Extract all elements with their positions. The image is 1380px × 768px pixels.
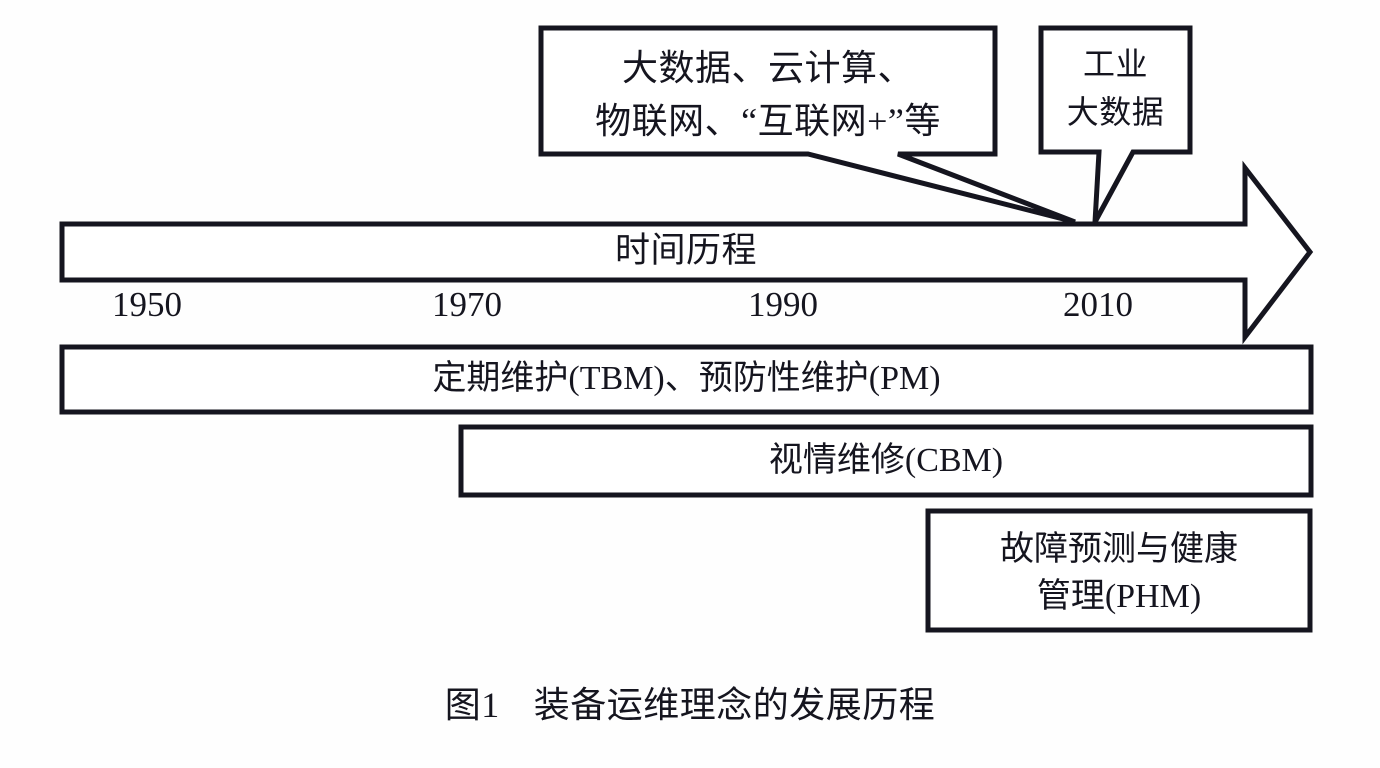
callout-industrial-big-data-line2: 大数据: [1066, 94, 1165, 130]
callout-tech-trends-shape: [538, 25, 1076, 225]
callout-industrial-big-data-line1: 工业: [1082, 46, 1148, 82]
era-bar-phm: [925, 508, 1313, 633]
timeline-arrow-label: 时间历程: [614, 231, 757, 270]
callout-industrial-big-data-text: 工业 大数据: [1041, 40, 1190, 136]
figure-caption-label: 图1: [444, 685, 500, 725]
era-bar-phm-label: 故障预测与健康 管理(PHM): [928, 527, 1310, 621]
era-bar-tbm-pm: [59, 344, 1314, 415]
figure-caption: 图1 装备运维理念的发展历程: [0, 684, 1380, 726]
timeline-year-1950: 1950: [112, 285, 182, 324]
callout-tech-trends-line2: 物联网、“互联网+”等: [595, 100, 941, 141]
figure-caption-title: 装备运维理念的发展历程: [533, 685, 936, 725]
callout-tech-trends-bubble: [538, 25, 1076, 225]
timeline-year-2010: 2010: [1063, 285, 1133, 324]
timeline-year-1990: 1990: [748, 285, 818, 324]
callout-tech-trends-line1: 大数据、云计算、: [621, 48, 914, 88]
era-bar-tbm-pm-label: 定期维护(TBM)、预防性维护(PM): [432, 360, 941, 397]
timeline-arrow-shape: [59, 160, 1314, 345]
era-bar-phm-line1: 故障预测与健康: [1000, 531, 1238, 568]
callout-tech-trends-text: 大数据、云计算、 物联网、“互联网+”等: [541, 42, 995, 147]
era-bar-cbm-label: 视情维修(CBM): [768, 442, 1004, 479]
era-bar-phm-line2: 管理(PHM): [1036, 577, 1202, 615]
timeline-year-1970: 1970: [432, 285, 502, 324]
callout-industrial-big-data-bubble: [1038, 25, 1193, 224]
timeline-arrow-outline: [59, 160, 1314, 345]
callout-industrial-big-data-shape: [1038, 25, 1193, 224]
era-bar-cbm: [458, 424, 1314, 498]
